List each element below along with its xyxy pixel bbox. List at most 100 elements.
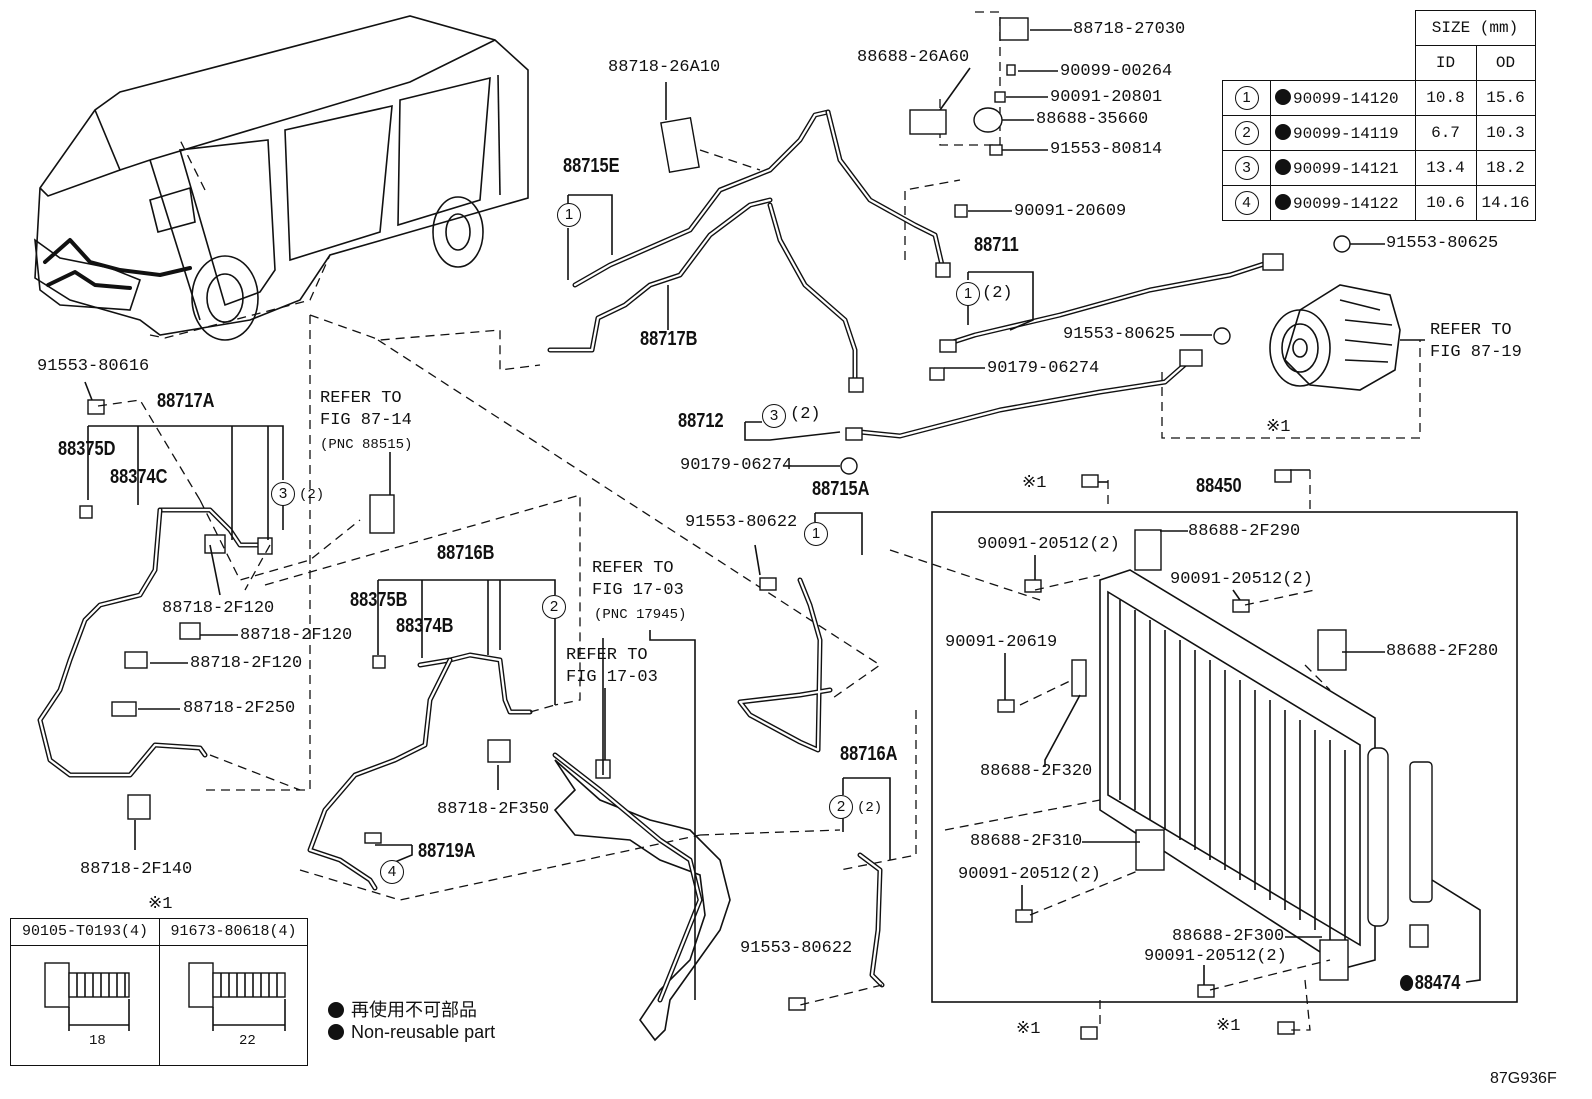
qty-88716A: (2)	[857, 800, 883, 816]
condenser-illustration	[1071, 529, 1481, 983]
label-88718-2F250: 88718-2F250	[183, 699, 296, 718]
circle-2-88716A: 2	[829, 795, 853, 819]
non-reusable-dot-icon	[1275, 88, 1291, 105]
bolt-icons	[79, 64, 1295, 1040]
label-88688-2F320: 88688-2F320	[980, 762, 1093, 781]
legend-jp: 再使用不可部品	[328, 996, 477, 1022]
label-88474: 88474	[1400, 973, 1460, 993]
circle-1-88715E: 1	[557, 203, 581, 227]
non-reusable-dot-icon	[328, 1002, 344, 1018]
label-88718-2F120-a: 88718-2F120	[162, 599, 275, 618]
circle-3-88717A: 3	[271, 482, 295, 506]
label-90091-20512-b: 90091-20512(2)	[1170, 570, 1313, 589]
label-91553-80625-top: 91553-80625	[1386, 234, 1499, 253]
label-88375D: 88375D	[58, 438, 116, 460]
circle-1-88711: 1	[956, 282, 980, 306]
label-88718-26A10: 88718-26A10	[608, 58, 721, 77]
circle-4-88719A: 4	[380, 860, 404, 884]
label-88375B: 88375B	[350, 589, 408, 611]
non-reusable-dot-icon	[1275, 158, 1291, 175]
non-reusable-dot-icon	[1400, 975, 1414, 991]
refer-fig-17-03-pnc: (PNC 17945)	[594, 607, 687, 623]
refer-fig-87-14-pnc: (PNC 88515)	[320, 437, 413, 453]
refer-fig-87-19-line2: FIG 87-19	[1430, 343, 1522, 362]
label-88718-2F350: 88718-2F350	[437, 800, 550, 819]
label-88711: 88711	[974, 234, 1019, 256]
compressor-illustration	[1269, 284, 1401, 391]
label-88374C: 88374C	[110, 466, 168, 488]
label-88716A: 88716A	[840, 743, 898, 765]
leader-lines	[84, 29, 1425, 1000]
refer-fig-87-14-line2: FIG 87-14	[320, 411, 412, 430]
label-88718-2F120-b: 88718-2F120	[240, 626, 353, 645]
refer-fig-87-19-line1: REFER TO	[1430, 321, 1512, 340]
bolts-box: 90105-T0193(4) 91673-80618(4) 18 22	[10, 918, 308, 1066]
label-88688-2F300: 88688-2F300	[1172, 927, 1285, 946]
refer-fig-17-03-line2: FIG 17-03	[592, 581, 684, 600]
label-88374B: 88374B	[396, 615, 454, 637]
label-88719A: 88719A	[418, 840, 476, 862]
mark-x1-a: ※1	[1022, 474, 1047, 493]
circle-3-88712: 3	[762, 404, 786, 428]
bolt-left-length: 18	[89, 1033, 106, 1049]
circle-2-88716B: 2	[542, 595, 566, 619]
label-88712: 88712	[678, 410, 724, 432]
bolts-note: ※1	[148, 895, 173, 914]
size-table: SIZE (mm) ID OD 1 90099-14120 10.8 15.6 …	[1222, 10, 1536, 221]
label-90091-20512-d: 90091-20512(2)	[1144, 947, 1287, 966]
bolt-left-part: 90105-T0193(4)	[11, 919, 159, 946]
label-91553-80622-top: 91553-80622	[685, 513, 798, 532]
mark-x1-d: ※1	[1216, 1017, 1241, 1036]
table-row: 3 90099-14121 13.4 18.2	[1222, 150, 1536, 186]
refer-fig-87-14-line1: REFER TO	[320, 389, 402, 408]
refer-fig-17-03-line1: REFER TO	[592, 559, 674, 578]
label-88716B: 88716B	[437, 542, 495, 564]
refer-fig-17-03-b-line2: FIG 17-03	[566, 668, 658, 687]
label-88688-2F290: 88688-2F290	[1188, 522, 1301, 541]
non-reusable-dot-icon	[1275, 193, 1291, 210]
col-od: OD	[1475, 45, 1536, 81]
label-88688-26A60: 88688-26A60	[857, 48, 970, 67]
bolt-illustrations	[44, 962, 286, 1031]
size-header: SIZE (mm)	[1414, 10, 1536, 46]
label-90091-20512-c: 90091-20512(2)	[958, 865, 1101, 884]
label-90179-06274-top: 90179-06274	[987, 359, 1100, 378]
legend-en: Non-reusable part	[328, 1022, 495, 1043]
label-88718-27030: 88718-27030	[1073, 20, 1186, 39]
label-91553-80622: 91553-80622	[740, 939, 853, 958]
label-90091-20801: 90091-20801	[1050, 88, 1163, 107]
non-reusable-dot-icon	[1275, 123, 1291, 140]
label-90091-20609: 90091-20609	[1014, 202, 1127, 221]
qty-88717A: (2)	[299, 487, 325, 503]
bolt-right-length: 22	[239, 1033, 256, 1049]
label-88688-2F280: 88688-2F280	[1386, 642, 1499, 661]
mark-x1-c: ※1	[1016, 1020, 1041, 1039]
label-90091-20512-a: 90091-20512(2)	[977, 535, 1120, 554]
label-88450: 88450	[1196, 475, 1242, 497]
qty-88712: (2)	[790, 405, 821, 424]
diagram-code: 87G936F	[1490, 1070, 1557, 1087]
mark-x1-b: ※1	[1266, 418, 1291, 437]
van-illustration	[34, 15, 529, 341]
label-88717B: 88717B	[640, 328, 698, 350]
circle-1-88715A: 1	[804, 522, 828, 546]
label-90099-00264: 90099-00264	[1060, 62, 1173, 81]
label-88688-2F310: 88688-2F310	[970, 832, 1083, 851]
label-88718-2F140: 88718-2F140	[80, 860, 193, 879]
label-88715E: 88715E	[563, 155, 620, 177]
non-reusable-dot-icon	[328, 1024, 344, 1040]
label-88718-2F120-c: 88718-2F120	[190, 654, 303, 673]
label-90179-06274: 90179-06274	[680, 456, 793, 475]
table-row: 2 90099-14119 6.7 10.3	[1222, 115, 1536, 151]
qty-88711: (2)	[982, 284, 1013, 303]
table-row: 1 90099-14120 10.8 15.6	[1222, 80, 1536, 116]
col-id: ID	[1414, 45, 1477, 81]
label-90091-20619: 90091-20619	[945, 633, 1058, 652]
table-row: 4 90099-14122 10.6 14.16	[1222, 185, 1536, 221]
refer-fig-17-03-b-line1: REFER TO	[566, 646, 648, 665]
label-91553-80814: 91553-80814	[1050, 140, 1163, 159]
label-88715A: 88715A	[812, 478, 870, 500]
label-91553-80625: 91553-80625	[1063, 325, 1176, 344]
label-88688-35660: 88688-35660	[1036, 110, 1149, 129]
